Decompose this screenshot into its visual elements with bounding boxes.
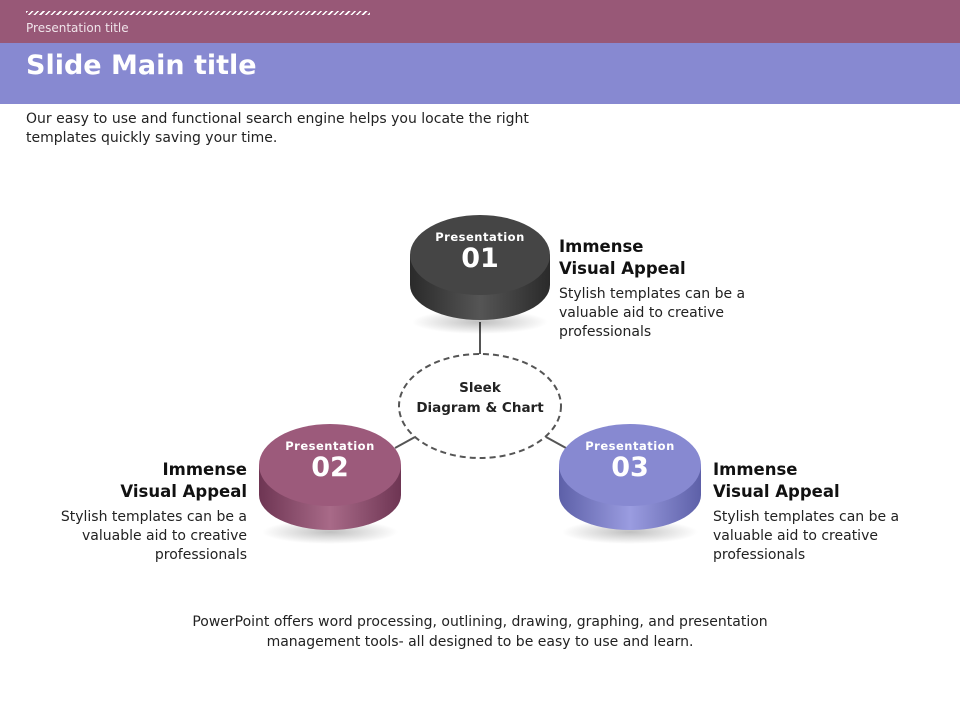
item-title: Visual Appeal	[713, 482, 840, 501]
header-bar: Presentation title	[0, 0, 960, 43]
slide-main-title: Slide Main title	[26, 50, 257, 81]
disc-01-label: Presentation 01	[420, 230, 540, 274]
item-description: Stylish templates can be a valuable aid …	[713, 509, 900, 563]
disc-number: 01	[461, 243, 499, 274]
footer-text: PowerPoint offers word processing, outli…	[192, 614, 768, 650]
disc-label: Presentation	[585, 439, 675, 453]
disc-01	[410, 215, 550, 334]
disc-03	[559, 424, 701, 544]
center-label: Sleek Diagram & Chart	[400, 378, 560, 418]
presentation-title: Presentation title	[26, 21, 129, 35]
item-title: Immense	[713, 460, 798, 479]
intro-text: Our easy to use and functional search en…	[26, 111, 529, 146]
title-band	[0, 43, 960, 104]
center-line2: Diagram & Chart	[416, 400, 544, 416]
disc-02-label: Presentation 02	[270, 439, 390, 483]
center-line1: Sleek	[459, 380, 501, 396]
disc-number: 02	[311, 452, 349, 483]
disc-02	[259, 424, 401, 544]
disc-number: 03	[611, 452, 649, 483]
item-description: Stylish templates can be a valuable aid …	[559, 286, 746, 340]
disc-label: Presentation	[435, 230, 525, 244]
item-title: Immense	[162, 460, 247, 479]
hatch-decoration	[26, 11, 370, 15]
item-title: Visual Appeal	[120, 482, 247, 501]
center-dashed-circle	[398, 353, 562, 459]
item-description: Stylish templates can be a valuable aid …	[60, 509, 247, 563]
disc-03-label: Presentation 03	[570, 439, 690, 483]
disc-label: Presentation	[285, 439, 375, 453]
item-title: Immense	[559, 237, 644, 256]
item-title: Visual Appeal	[559, 259, 686, 278]
